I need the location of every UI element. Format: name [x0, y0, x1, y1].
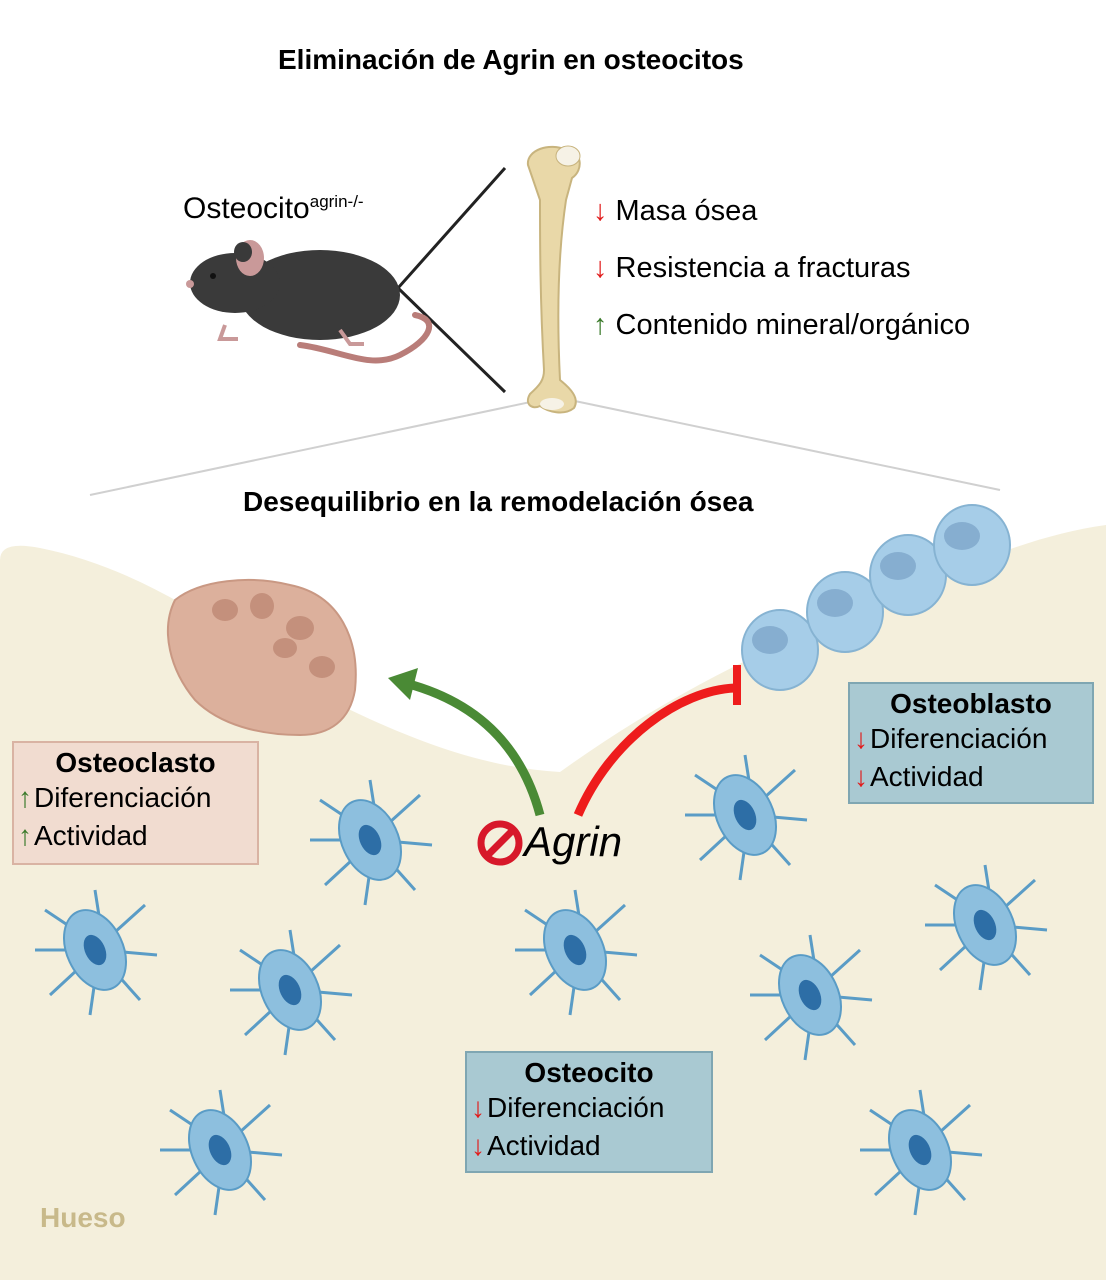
bone-label: Hueso [40, 1202, 126, 1233]
osteocyte-box: Osteocito ↓Diferenciación ↓Actividad [465, 1051, 713, 1173]
top-title: Eliminación de Agrin en osteocitos [278, 44, 744, 75]
osteocyte-box-row-text: Actividad [487, 1130, 601, 1161]
green-arrowhead [388, 668, 418, 700]
bone-effect-text: Contenido mineral/orgánico [615, 309, 971, 341]
osteocyte-box-row: ↓Diferenciación [471, 1089, 707, 1127]
zoom-line-right [569, 399, 1001, 491]
osteoblast-box-row-text: Actividad [870, 761, 984, 792]
mouse-icon [186, 240, 433, 364]
agrin-label: Agrin [524, 818, 623, 865]
down-arrow-icon: ↓ [593, 252, 608, 284]
down-arrow-icon: ↓ [854, 723, 868, 754]
bone-effect-text: Resistencia a fracturas [615, 252, 911, 284]
osteoclast-box-title: Osteoclasto [55, 747, 216, 778]
red-inhibition-arrow [573, 683, 736, 817]
middle-title: Desequilibrio en la remodelación ósea [243, 486, 754, 517]
osteoblast-box-title: Osteoblasto [890, 688, 1052, 719]
bone-effect-row: ↑ Contenido mineral/orgánico [593, 309, 970, 342]
osteocyte-box-title: Osteocito [524, 1057, 654, 1088]
osteoblast-box-row-text: Diferenciación [870, 723, 1048, 754]
osteoclast-box-row: ↑Diferenciación [18, 779, 253, 817]
osteocyte-box-row-text: Diferenciación [487, 1092, 665, 1123]
osteoclast-cell [167, 579, 357, 737]
mouse-label-superscript: agrin-/- [309, 192, 364, 211]
osteoblast-nuclei [752, 522, 980, 654]
mouse-label-text: Osteocito [183, 192, 310, 225]
osteoblast-box-row: ↓Actividad [854, 758, 1088, 796]
bone-effect-row: ↓ Resistencia a fracturas [593, 252, 910, 285]
osteoblast-box: Osteoblasto ↓Diferenciación ↓Actividad [848, 682, 1094, 804]
osteoclast-box-row-text: Diferenciación [34, 782, 212, 813]
mouse-bone-pointer [395, 167, 507, 394]
down-arrow-icon: ↓ [593, 195, 608, 227]
down-arrow-icon: ↓ [854, 761, 868, 792]
down-arrow-icon: ↓ [471, 1092, 485, 1123]
bone-effect-row: ↓ Masa ósea [593, 195, 757, 228]
mouse-label: Osteocitoagrin-/- [183, 192, 364, 226]
up-arrow-icon: ↑ [593, 309, 608, 341]
up-arrow-icon: ↑ [18, 820, 32, 851]
bone-effect-text: Masa ósea [615, 195, 758, 227]
prohibition-icon [477, 820, 523, 866]
down-arrow-icon: ↓ [471, 1130, 485, 1161]
osteocyte-box-row: ↓Actividad [471, 1127, 707, 1165]
green-stimulation-arrow [403, 678, 545, 817]
osteoclast-box-row: ↑Actividad [18, 817, 253, 855]
femur-icon [526, 145, 581, 414]
osteoclast-box-row-text: Actividad [34, 820, 148, 851]
osteoblast-box-row: ↓Diferenciación [854, 720, 1088, 758]
zoom-line-left [89, 399, 541, 496]
osteoclast-box: Osteoclasto ↑Diferenciación ↑Actividad [12, 741, 259, 865]
up-arrow-icon: ↑ [18, 782, 32, 813]
